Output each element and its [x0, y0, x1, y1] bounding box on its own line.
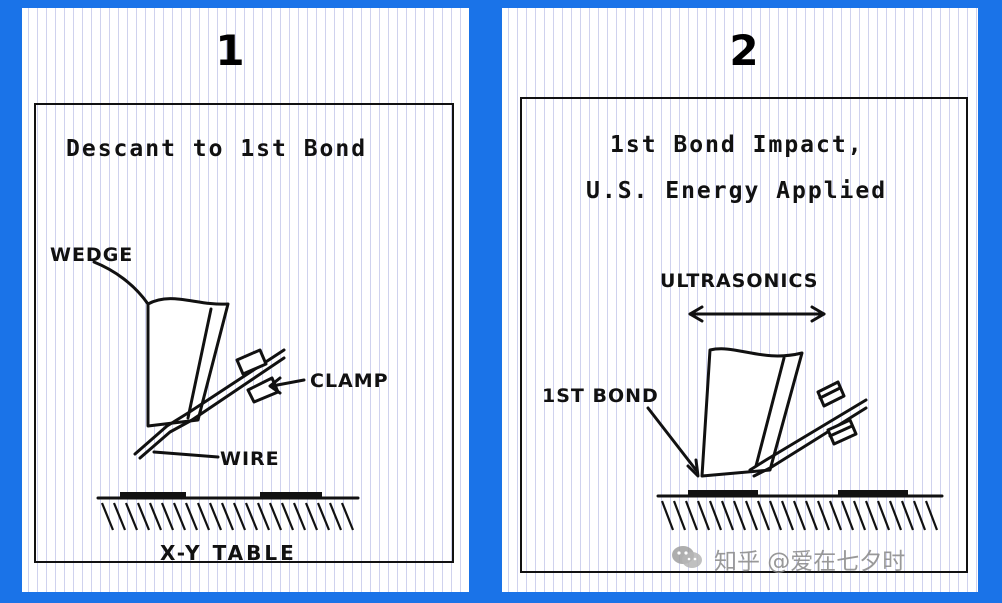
label-1st-bond: 1ST BOND — [542, 385, 659, 407]
label-clamp: CLAMP — [310, 370, 389, 392]
hatch-line — [184, 502, 199, 531]
hatch-line — [684, 500, 699, 531]
bond-leader — [646, 406, 698, 472]
bond-pad-2 — [260, 492, 322, 498]
panel-title: Descant to 1st Bond — [66, 136, 368, 162]
wire-leader — [152, 450, 220, 459]
bond-pad-2 — [838, 490, 908, 496]
wire-shape — [748, 398, 868, 472]
hatch-line — [280, 502, 295, 531]
hatch-line — [172, 502, 187, 531]
hatch-line — [304, 502, 319, 531]
diagram-frame — [520, 97, 968, 573]
wedge-leader — [92, 260, 150, 306]
panel-number: 2 — [729, 26, 759, 75]
clamp-leader — [270, 378, 306, 388]
hatch-line — [196, 502, 211, 531]
hatch-line — [340, 502, 355, 531]
panel-title-line-2: U.S. Energy Applied — [586, 178, 888, 204]
label-wedge: WEDGE — [50, 244, 134, 266]
table-hatching — [660, 500, 939, 531]
watermark-text: 知乎 @爱在七夕时 — [714, 549, 906, 575]
hatch-line — [124, 502, 139, 531]
hatch-line — [316, 502, 331, 531]
hatch-line — [804, 500, 819, 531]
wedge-slot — [754, 356, 786, 468]
hatch-line — [256, 502, 271, 531]
label-ultrasonics: ULTRASONICS — [660, 270, 819, 292]
panel-2-impact: 2 1st Bond Impact, U.S. Energy Applied — [502, 8, 978, 592]
wedge-slot — [186, 307, 213, 420]
hatch-line — [876, 500, 891, 531]
bond-pad-1 — [688, 490, 758, 496]
hatch-line — [160, 502, 175, 531]
hatch-line — [816, 500, 831, 531]
wechat-icon — [672, 546, 702, 568]
hatch-line — [328, 502, 343, 531]
panel-1-descent: 1 Descant to 1st Bond WE — [22, 8, 469, 592]
hatch-line — [780, 500, 795, 531]
hatch-line — [732, 500, 747, 531]
table-hatching — [100, 502, 355, 531]
hatch-line — [708, 500, 723, 531]
hatch-line — [744, 500, 759, 531]
clamp-upper — [235, 348, 268, 376]
hatch-line — [852, 500, 867, 531]
hatch-line — [696, 500, 711, 531]
hatch-line — [660, 500, 675, 531]
wedge-shape — [146, 297, 230, 428]
hatch-line — [220, 502, 235, 531]
hatch-line — [840, 500, 855, 531]
hatch-line — [768, 500, 783, 531]
hatch-line — [112, 502, 127, 531]
hatch-line — [900, 500, 915, 531]
hatch-line — [912, 500, 927, 531]
watermark: 知乎 @爱在七夕时 — [670, 538, 970, 575]
hatch-line — [672, 500, 687, 531]
hatch-line — [100, 502, 115, 531]
hatch-line — [136, 502, 151, 531]
wire-shape — [133, 348, 286, 456]
descent-diagram — [92, 260, 360, 531]
impact-diagram — [646, 305, 944, 531]
hatch-line — [864, 500, 879, 531]
panel-title-line-1: 1st Bond Impact, — [610, 132, 864, 158]
hatch-line — [244, 502, 259, 531]
hatch-line — [292, 502, 307, 531]
hatch-line — [792, 500, 807, 531]
hatch-line — [720, 500, 735, 531]
hatch-line — [756, 500, 771, 531]
label-xy-table: X-Y TABLE — [160, 541, 297, 565]
diagram-frame — [34, 103, 454, 563]
hatch-line — [232, 502, 247, 531]
hatch-line — [828, 500, 843, 531]
panel-number: 1 — [215, 26, 245, 75]
hatch-line — [268, 502, 283, 531]
bond-pad-1 — [120, 492, 186, 498]
hatch-line — [208, 502, 223, 531]
hatch-line — [888, 500, 903, 531]
label-wire: WIRE — [220, 448, 280, 470]
hatch-line — [924, 500, 939, 531]
hatch-line — [148, 502, 163, 531]
